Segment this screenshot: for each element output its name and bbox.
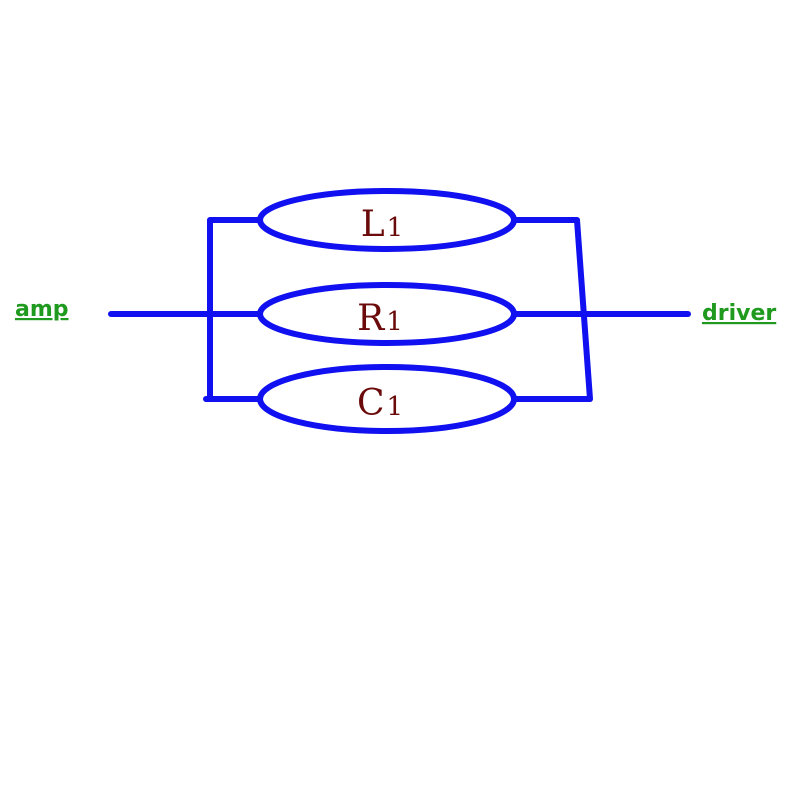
right-bus-wire — [511, 217, 593, 402]
component-l1-body — [257, 188, 517, 252]
component-c1-body — [257, 364, 517, 434]
component-r1-letter: R — [357, 298, 385, 339]
output-terminal-label: driver — [702, 301, 776, 326]
component-c1-index: 1 — [387, 392, 404, 422]
component-l1: L1 — [257, 188, 517, 252]
component-l1-label: L1 — [361, 204, 403, 245]
component-c1-label: C1 — [357, 383, 403, 424]
component-l1-letter: L — [361, 204, 385, 245]
left-bus-wire — [207, 217, 263, 402]
component-r1-label: R1 — [357, 298, 403, 339]
component-c1: C1 — [257, 364, 517, 434]
component-r1: R1 — [257, 282, 517, 346]
input-terminal-label: amp — [15, 297, 69, 322]
component-l1-index: 1 — [387, 213, 404, 243]
component-r1-index: 1 — [386, 307, 403, 337]
component-r1-body — [257, 282, 517, 346]
component-c1-letter: C — [357, 383, 385, 424]
